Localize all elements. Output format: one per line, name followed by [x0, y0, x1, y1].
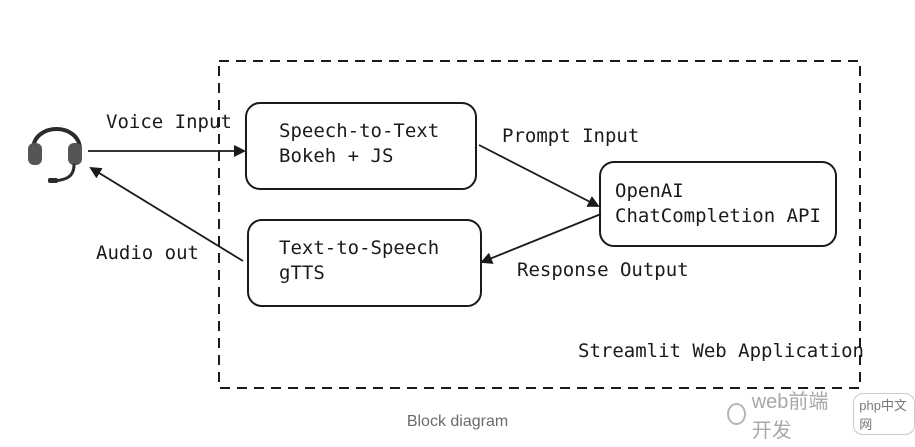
figure-caption: Block diagram [406, 413, 509, 430]
watermark-text: web前端开发 [751, 391, 829, 442]
watermark-badge: php中文网 [853, 393, 915, 435]
streamlit-container [218, 60, 861, 389]
node-text-to-speech: Text-to-Speech gTTS [247, 219, 482, 307]
edge-response-output [480, 213, 602, 264]
edge-label-audio-out: Audio out [96, 242, 199, 264]
openai-line2: ChatCompletion API [615, 205, 821, 227]
edge-label-response-output: Response Output [517, 259, 689, 281]
watermark: web前端开发 php中文网 [727, 391, 915, 442]
edge-prompt-input [478, 144, 600, 207]
tts-line2: gTTS [279, 262, 325, 284]
edge-label-prompt-input: Prompt Input [502, 125, 639, 147]
node-openai: OpenAI ChatCompletion API [599, 161, 837, 247]
openai-line1: OpenAI [615, 180, 684, 202]
node-speech-to-text: Speech-to-Text Bokeh + JS [245, 102, 477, 190]
tts-line1: Text-to-Speech [279, 237, 439, 259]
edge-audio-out [89, 166, 244, 262]
headset-icon [28, 127, 82, 183]
edge-label-voice-input: Voice Input [106, 111, 232, 133]
stt-line2: Bokeh + JS [279, 145, 393, 167]
wechat-icon [727, 403, 746, 425]
stt-line1: Speech-to-Text [279, 120, 439, 142]
container-label: Streamlit Web Application [578, 340, 864, 362]
